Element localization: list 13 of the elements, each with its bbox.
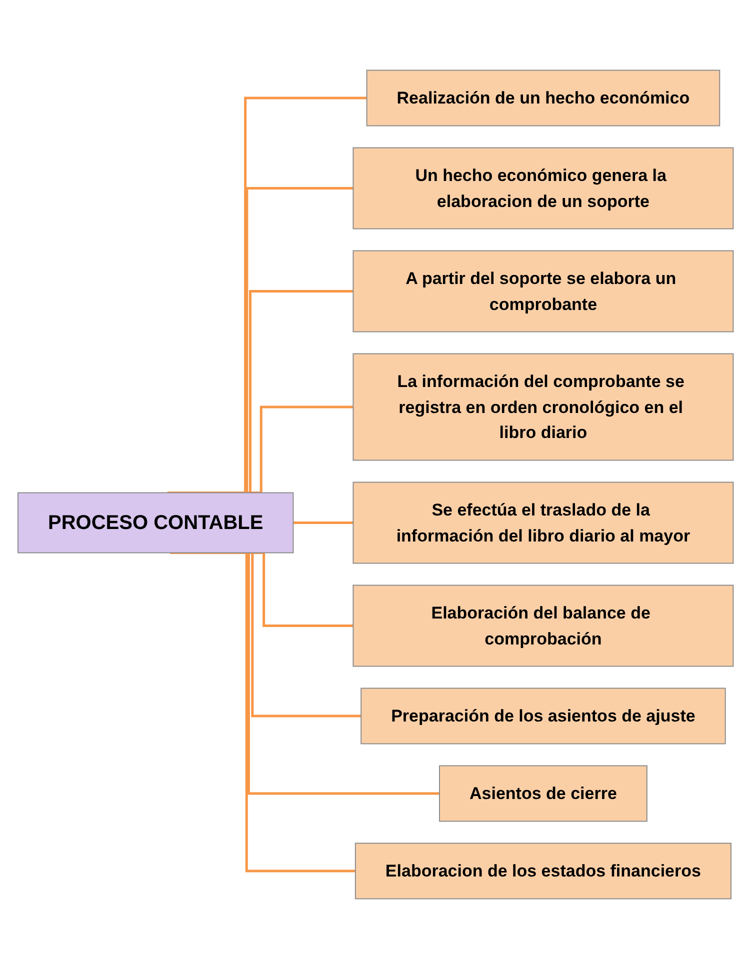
node-box: Un hecho económico genera la elaboracion de un soporte [352,147,734,230]
node-box: Elaboración del balance de comprobación [352,584,734,667]
node-box: Preparación de los asientos de ajuste [360,688,726,744]
node-box: Se efectúa el traslado de la información del libro diario al mayor [352,482,734,564]
node-box: La información del comprobante se registra en orden cronológico en el libro diario [352,353,734,461]
connector [170,552,356,872]
node-box: Realización de un hecho económico [366,70,720,126]
connector [293,522,354,524]
node-box: Asientos de cierre [438,765,648,822]
connector [167,96,367,494]
node-box: PROCESO CONTABLE [17,492,294,554]
node-box: A partir del soporte se elabora un comprobante [352,250,734,332]
node-box: Elaboracion de los estados financieros [354,842,732,900]
